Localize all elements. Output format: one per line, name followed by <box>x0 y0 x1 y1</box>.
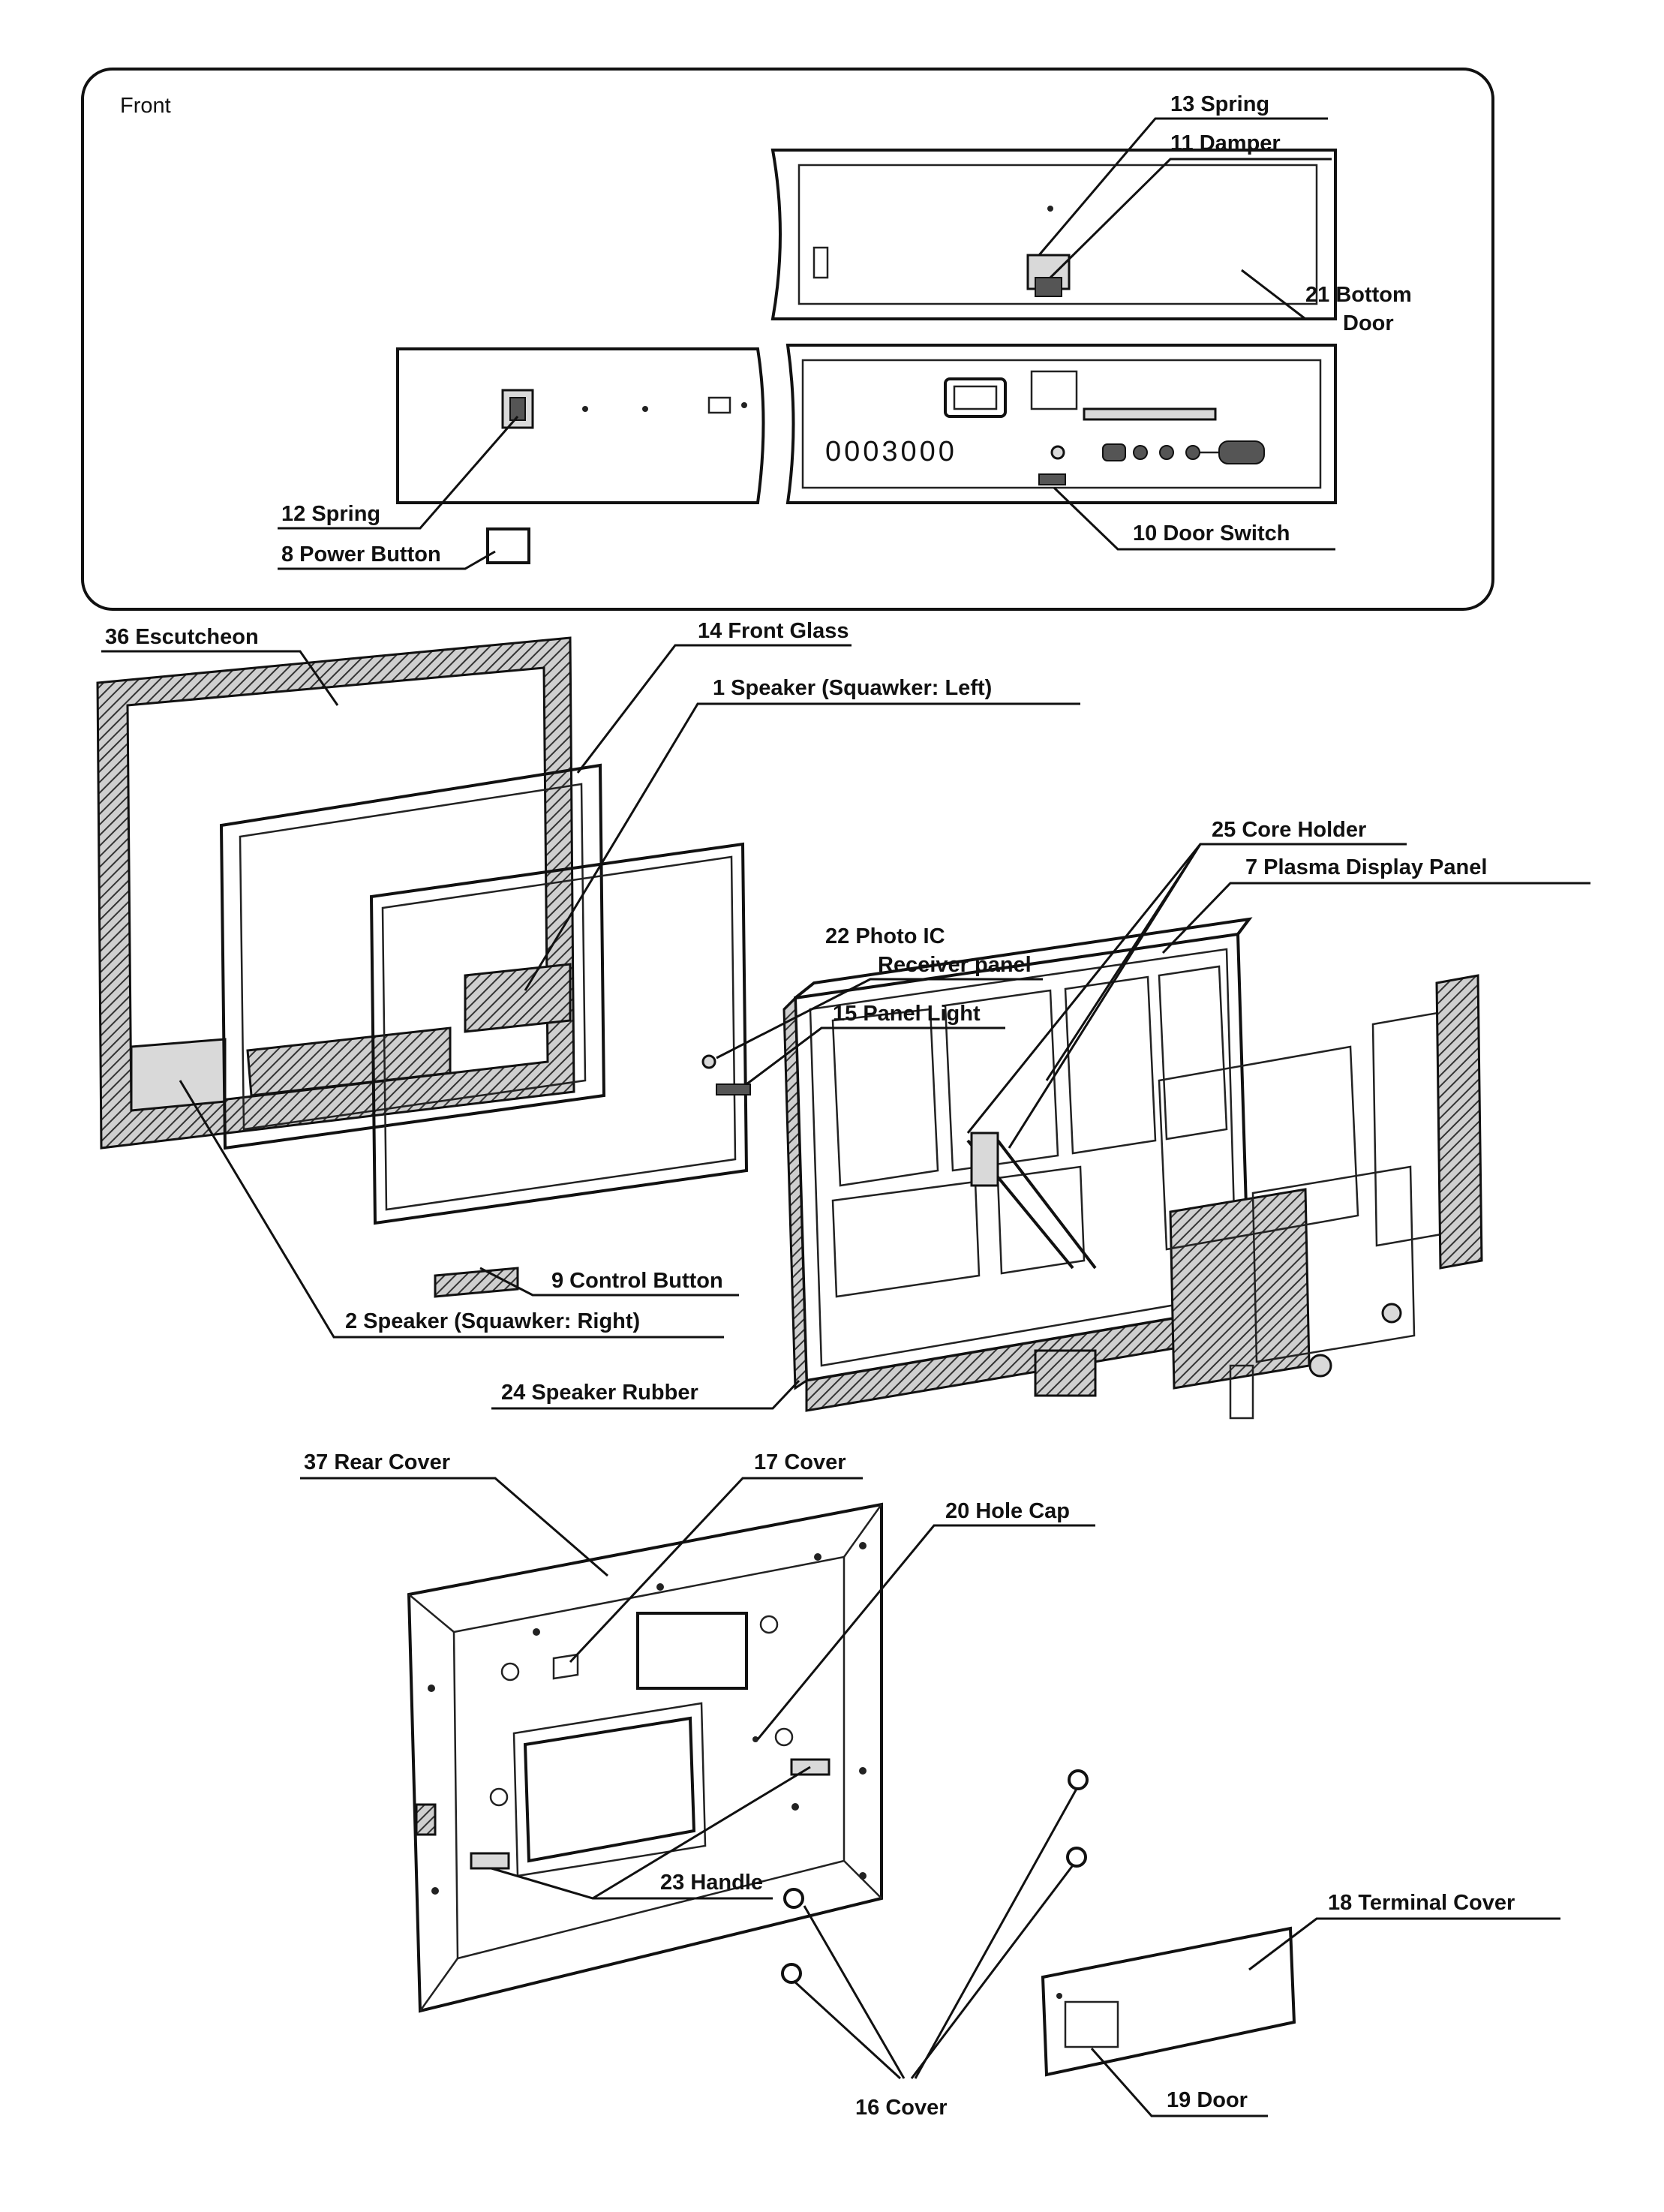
bottom-door-drawing <box>770 149 1337 320</box>
label-13-spring: 13 Spring <box>1170 92 1269 116</box>
label-12-spring: 12 Spring <box>281 502 380 526</box>
inset-frame <box>81 68 1494 611</box>
label-22-photo-ic: 22 Photo IC <box>825 924 945 948</box>
label-24-speaker-rubber: 24 Speaker Rubber <box>501 1381 698 1405</box>
label-25-core-holder: 25 Core Holder <box>1212 818 1366 842</box>
front-inset: Front 0003000 <box>81 68 1494 611</box>
label-16-cover: 16 Cover <box>855 2096 948 2120</box>
label-21-door: Door <box>1343 311 1394 335</box>
photo-ic-drawing <box>701 1054 716 1069</box>
label-37-rear-cover: 37 Rear Cover <box>304 1450 450 1474</box>
label-14-front-glass: 14 Front Glass <box>698 619 849 643</box>
label-15-panel-light: 15 Panel Light <box>833 1002 981 1026</box>
label-9-control-button: 9 Control Button <box>551 1269 723 1293</box>
terminal-cover-drawing <box>1041 1926 1296 2077</box>
label-22-receiver-panel: Receiver panel <box>878 953 1032 977</box>
panel-light-drawing <box>716 1083 751 1095</box>
label-17-cover: 17 Cover <box>754 1450 846 1474</box>
label-23-handle: 23 Handle <box>660 1871 763 1895</box>
control-button-drawing <box>434 1267 519 1298</box>
label-8-power-button: 8 Power Button <box>281 542 441 567</box>
cover-17-drawing <box>552 1653 579 1680</box>
inset-title: Front <box>120 94 171 118</box>
label-11-damper: 11 Damper <box>1170 131 1281 155</box>
front-main-panel-drawing: 0003000 <box>396 344 1337 564</box>
label-36-escutcheon: 36 Escutcheon <box>105 625 259 649</box>
plasma-panel-drawing <box>701 917 1483 1420</box>
label-2-speaker-right: 2 Speaker (Squawker: Right) <box>345 1309 640 1333</box>
front-button-row: 0003000 <box>825 436 957 467</box>
rear-cover-drawing <box>407 1502 883 2013</box>
covers-16-drawing <box>781 1769 1089 1984</box>
label-21-bottom: 21 Bottom <box>1305 283 1412 307</box>
label-7-plasma-display-panel: 7 Plasma Display Panel <box>1245 855 1487 879</box>
label-20-hole-cap: 20 Hole Cap <box>945 1499 1070 1523</box>
label-10-door-switch: 10 Door Switch <box>1133 521 1290 545</box>
power-button-drawing <box>486 527 530 564</box>
door-19-drawing <box>1064 2000 1119 2048</box>
label-18-terminal-cover: 18 Terminal Cover <box>1328 1891 1515 1915</box>
label-1-speaker-left: 1 Speaker (Squawker: Left) <box>713 676 992 700</box>
label-19-door: 19 Door <box>1167 2088 1248 2112</box>
front-assembly-drawing <box>96 636 749 1298</box>
